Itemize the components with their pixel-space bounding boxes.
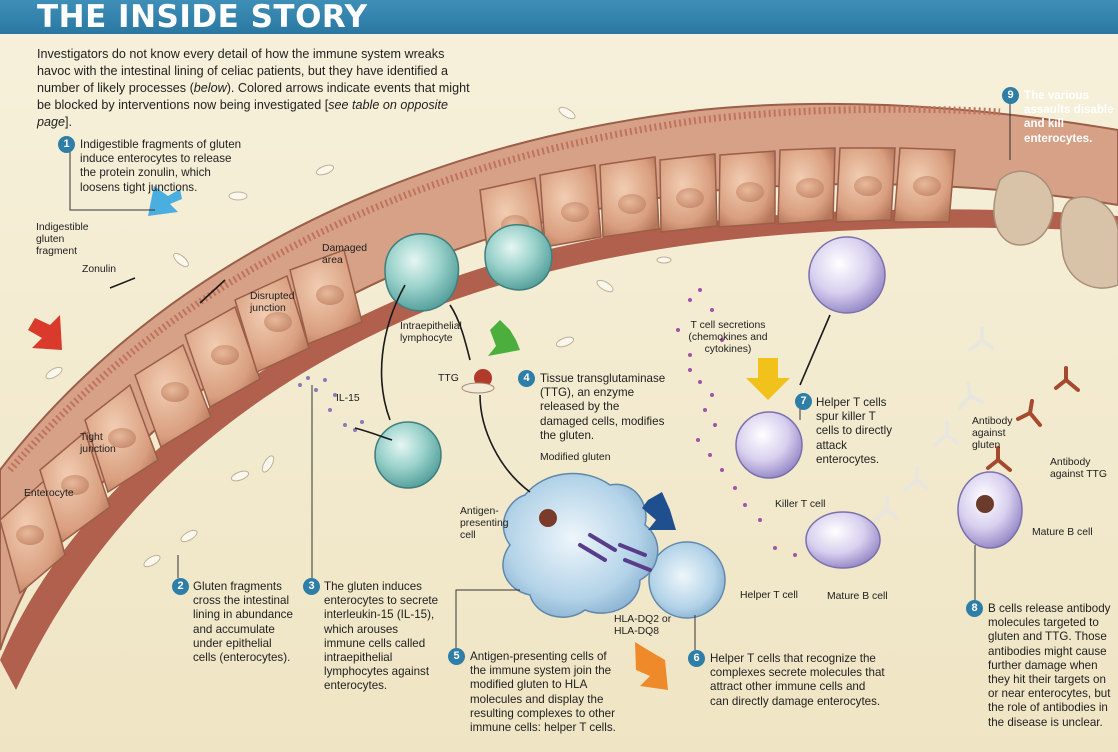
step-9-text: The various assaults disable and kill en… (1024, 89, 1114, 145)
colored-arrows (28, 186, 790, 690)
helper-t-cell (648, 541, 726, 619)
header-bar: THE INSIDE STORY (0, 0, 1118, 35)
step-badge-3: 3 (303, 578, 320, 595)
light-blue-arrow (148, 186, 182, 216)
label-ttg: TTG (438, 373, 459, 384)
dying-enterocytes (993, 170, 1118, 289)
killer-t-cell (735, 411, 803, 479)
step-3-text: The gluten induces enterocytes to secret… (324, 580, 439, 693)
step-7-text: Helper T cells spur killer T cells to di… (816, 396, 893, 466)
t-cell-secretion-dots (676, 288, 797, 557)
step-1-text: Indigestible fragments of gluten induce … (80, 138, 242, 194)
label-helper-t-cell: Helper T cell (740, 590, 798, 601)
label-antigen-presenting-cell: Antigen-presenting cell (460, 506, 509, 541)
label-tight-junction: Tight junction (80, 432, 116, 455)
step-2-text: Gluten fragments cross the intestinal li… (193, 580, 293, 665)
red-arrow (28, 315, 62, 350)
yellow-arrow (746, 358, 790, 400)
label-antibody-ttg: Antibody against TTG (1050, 457, 1107, 480)
label-disrupted-junction: Disrupted junction (250, 291, 295, 314)
mature-b-cell-small (805, 511, 881, 569)
step-badge-4: 4 (518, 370, 535, 387)
killer-t-cell-large (808, 236, 886, 314)
label-mature-b-cell-2: Mature B cell (1032, 527, 1093, 538)
step-badge-6: 6 (688, 650, 705, 667)
label-damaged-area: Damaged area (322, 243, 368, 266)
label-t-cell-secretions: T cell secretions (chemokines and cytoki… (688, 320, 768, 355)
step-6-text: Helper T cells that recognize the comple… (710, 652, 885, 708)
gluten-fragments (45, 106, 672, 568)
flow-arrows (109, 277, 831, 493)
antibodies (873, 326, 1080, 522)
ttg-enzyme (461, 369, 495, 394)
label-gluten-fragment: Indigestible gluten fragment (36, 222, 89, 257)
step-4-text: Tissue transglutaminase (TTG), an enzyme… (540, 372, 666, 442)
label-enterocyte: Enterocyte (24, 488, 74, 499)
step-badge-9: 9 (1002, 87, 1019, 104)
label-killer-t-cell: Killer T cell (775, 499, 826, 510)
step-badge-7: 7 (795, 393, 812, 410)
step-badge-5: 5 (448, 648, 465, 665)
label-antibody-gluten: Antibody against gluten (972, 416, 1013, 451)
label-zonulin: Zonulin (82, 264, 117, 275)
intraepithelial-lymphocyte (374, 224, 553, 489)
label-mature-b-cell-1: Mature B cell (827, 591, 888, 602)
intro-text: Investigators do not know every detail o… (37, 47, 470, 129)
label-il15: IL-15 (336, 393, 360, 404)
label-intraepithelial-lymphocyte: Intraepithelial lymphocyte (400, 321, 462, 344)
orange-arrow (635, 642, 668, 690)
page-title: THE INSIDE STORY (37, 0, 368, 35)
leader-lines (69, 95, 1011, 650)
step-5-text: Antigen-presenting cells of the immune s… (470, 650, 616, 735)
label-hla: HLA-DQ2 or HLA-DQ8 (614, 614, 672, 637)
step-8-text: B cells release antibody molecules targe… (988, 602, 1111, 729)
hla-complex (578, 533, 652, 572)
step-badge-2: 2 (172, 578, 189, 595)
green-arrow (488, 320, 520, 356)
navy-arrow (642, 492, 676, 530)
label-modified-gluten: Modified gluten (540, 452, 611, 463)
step-badge-8: 8 (966, 600, 983, 617)
step-badge-1: 1 (58, 136, 75, 153)
